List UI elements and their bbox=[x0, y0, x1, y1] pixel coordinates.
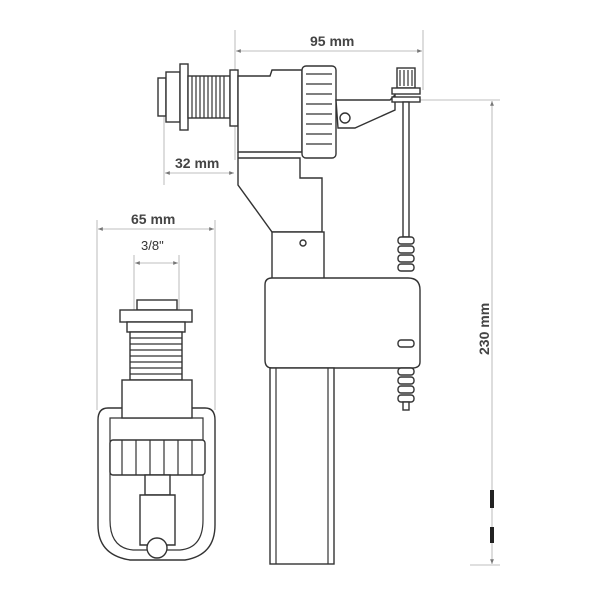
dimension-95mm: 95 mm bbox=[234, 30, 424, 160]
dimension-230mm: 230 mm bbox=[420, 99, 500, 566]
dimension-thread: 3/8" bbox=[133, 238, 180, 310]
label-95mm: 95 mm bbox=[310, 33, 354, 49]
rod-clips bbox=[397, 236, 415, 403]
valve-side-view bbox=[157, 63, 421, 565]
label-32mm: 32 mm bbox=[175, 155, 219, 171]
label-230mm: 230 mm bbox=[476, 303, 492, 355]
valve-front-view bbox=[97, 299, 216, 561]
label-thread: 3/8" bbox=[141, 238, 164, 253]
dimension-65mm: 65 mm bbox=[96, 211, 216, 410]
thread-lines bbox=[191, 76, 225, 118]
dimension-32mm: 32 mm bbox=[163, 100, 234, 185]
label-65mm: 65 mm bbox=[131, 211, 175, 227]
